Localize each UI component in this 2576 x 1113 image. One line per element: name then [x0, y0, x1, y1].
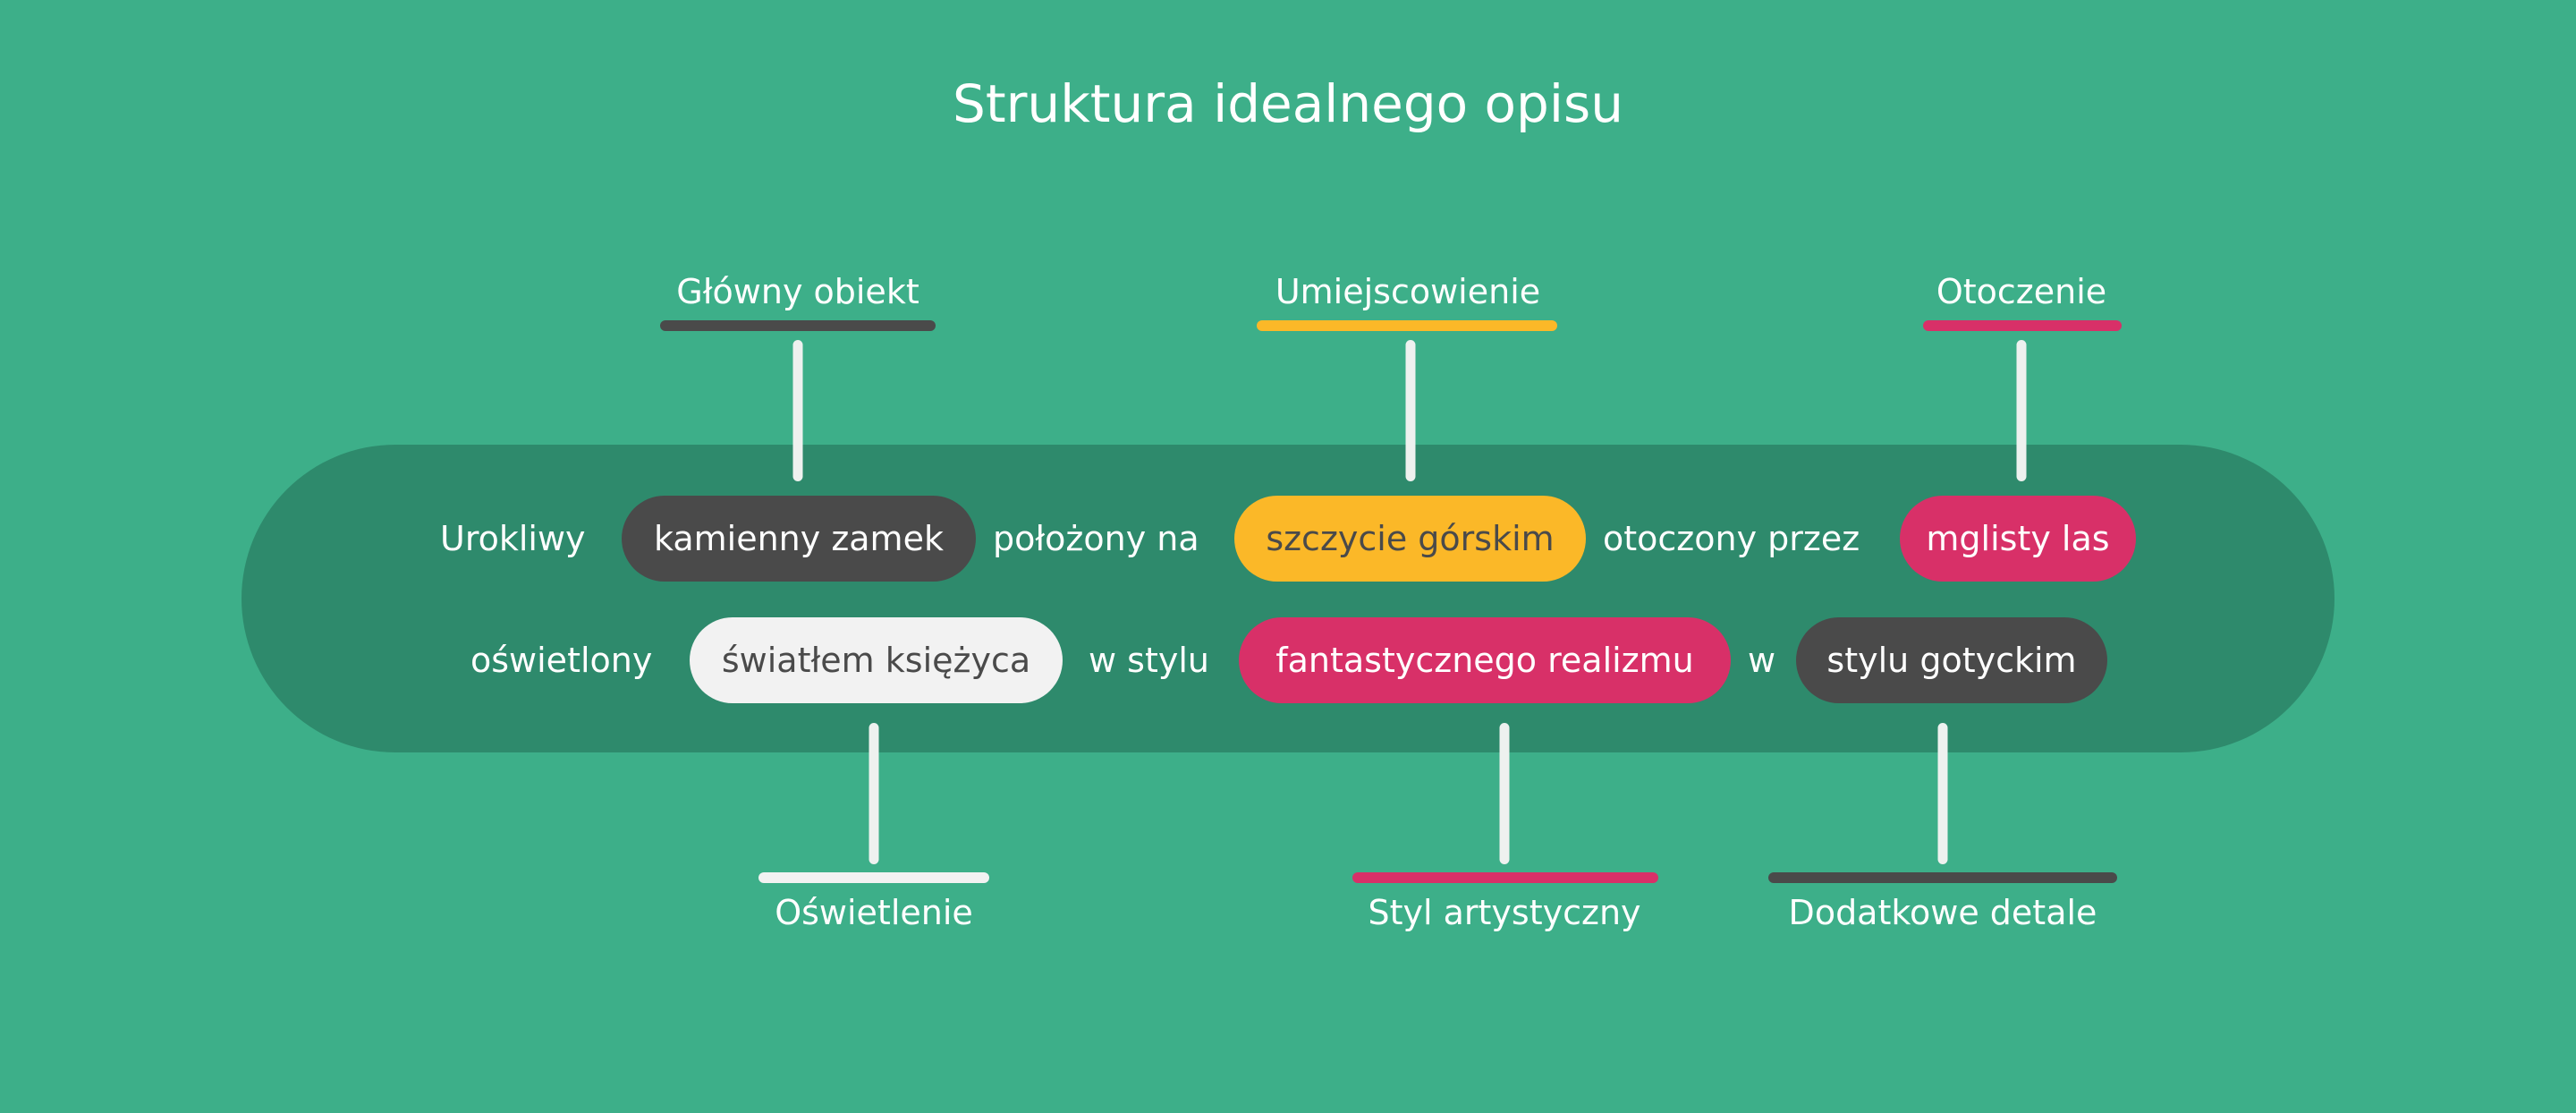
sentence-band [242, 445, 2334, 752]
diagram-title: Struktura idealnego opisu [953, 73, 1623, 134]
location-connector [1405, 340, 1416, 481]
word-otoczony-przez: otoczony przez [1603, 519, 1860, 558]
pill-lighting: światłem księżyca [690, 617, 1063, 703]
extra-details-underline [1768, 872, 2117, 883]
category-surroundings: Otoczenie [1936, 272, 2107, 311]
art-style-connector [1499, 723, 1510, 864]
main-object-connector [792, 340, 803, 481]
pill-surroundings: mglisty las [1900, 496, 2136, 582]
category-art-style: Styl artystyczny [1368, 893, 1641, 932]
lighting-underline [758, 872, 989, 883]
extra-details-connector [1937, 723, 1948, 864]
word-urokliwy: Urokliwy [440, 519, 586, 558]
lighting-connector [869, 723, 879, 864]
pill-location: szczycie górskim [1234, 496, 1586, 582]
word-polozony-na: położony na [993, 519, 1199, 558]
category-lighting: Oświetlenie [775, 893, 973, 932]
category-extra-details: Dodatkowe detale [1788, 893, 2097, 932]
word-oswietlony: oświetlony [470, 641, 653, 680]
word-w-stylu: w stylu [1089, 641, 1209, 680]
main-object-underline [660, 320, 936, 331]
word-w: w [1748, 641, 1776, 680]
location-underline [1257, 320, 1557, 331]
pill-main-object: kamienny zamek [622, 496, 976, 582]
pill-art-style: fantastycznego realizmu [1239, 617, 1731, 703]
pill-extra-details: stylu gotyckim [1796, 617, 2107, 703]
surroundings-connector [2016, 340, 2027, 481]
category-main-object: Główny obiekt [676, 272, 919, 311]
surroundings-underline [1923, 320, 2122, 331]
category-location: Umiejscowienie [1275, 272, 1541, 311]
art-style-underline [1352, 872, 1658, 883]
